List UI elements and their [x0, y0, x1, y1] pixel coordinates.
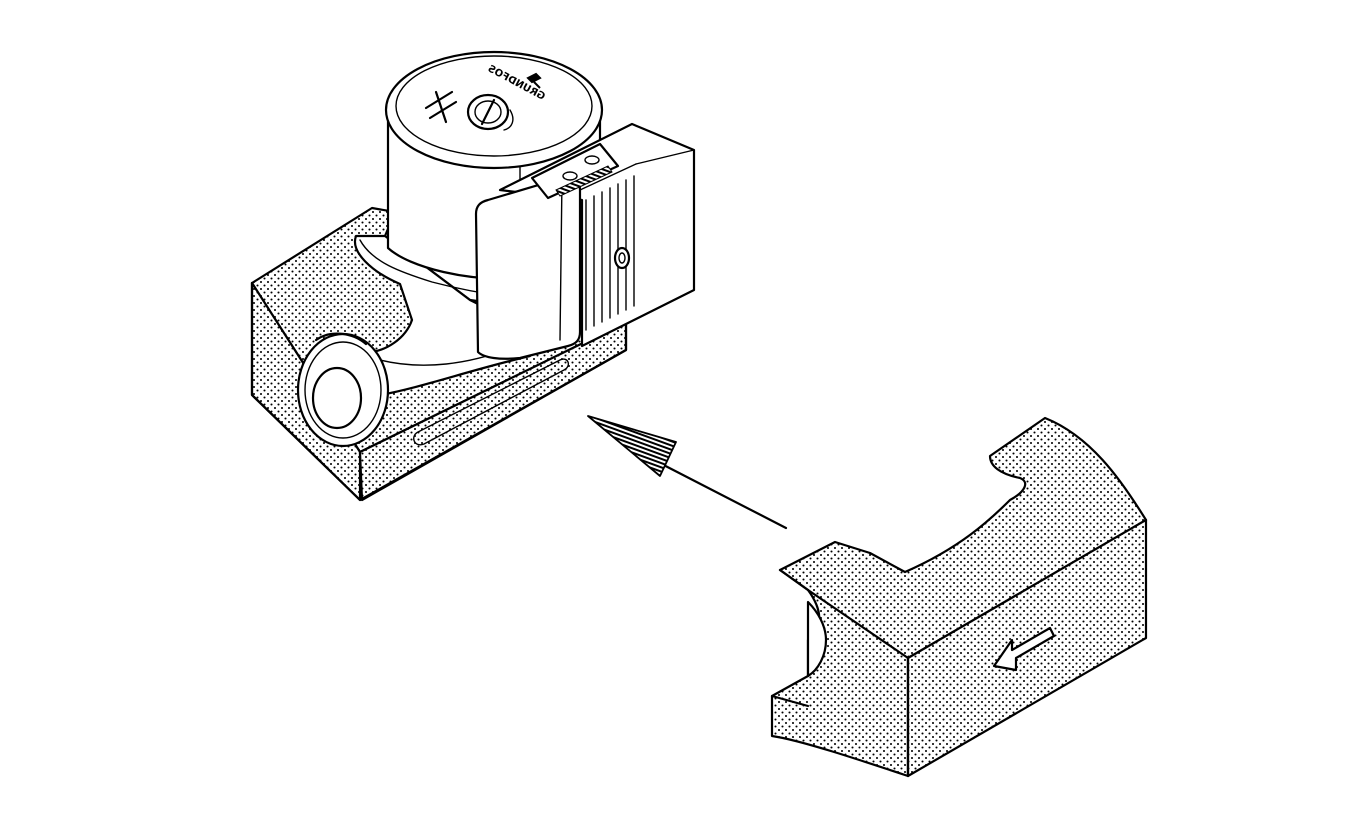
pump-inlet-port: [311, 366, 363, 430]
pump-terminal-box: [474, 122, 696, 360]
cable-gland: [613, 246, 631, 270]
shell-back-slot: [413, 358, 570, 446]
circulator-pump: GRUNDFOS: [296, 50, 696, 448]
terminal-box-cover: [474, 176, 582, 360]
rotation-symbol-icon: [424, 90, 458, 124]
shell-front-recess: [806, 600, 828, 678]
insulation-shell-front: [770, 416, 1148, 778]
assembly-direction-arrow: [587, 415, 788, 530]
flow-direction-arrow: [992, 626, 1056, 672]
